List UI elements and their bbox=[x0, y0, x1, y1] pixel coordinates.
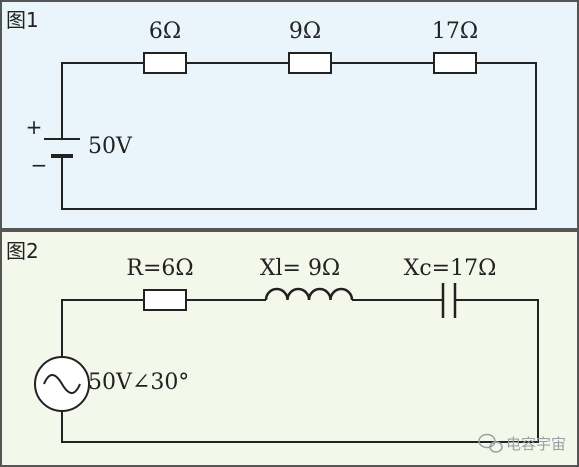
resistor-r-label: R=6Ω bbox=[126, 256, 193, 281]
resistor-6-ohm bbox=[143, 52, 187, 74]
figure-1-panel: 图1 6Ω 9Ω 17Ω + − 50V bbox=[0, 0, 579, 230]
resistor-6-ohm-label: 6Ω bbox=[149, 19, 181, 44]
watermark: 电容宇宙 bbox=[478, 433, 566, 453]
figure-1-label: 图1 bbox=[6, 8, 39, 32]
ac-sine-icon bbox=[43, 374, 81, 394]
inductor-coil bbox=[264, 287, 354, 301]
inductor-label: Xl= 9Ω bbox=[260, 256, 340, 281]
figure-2-background bbox=[0, 230, 579, 467]
figure-2-circuit-wire bbox=[61, 299, 539, 443]
resistor-17-ohm-label: 17Ω bbox=[432, 19, 478, 44]
resistor-17-ohm bbox=[433, 52, 477, 74]
figure-1-circuit-wire bbox=[61, 62, 537, 210]
figure-1-background bbox=[0, 0, 579, 230]
ac-source-voltage-label: 50V∠30° bbox=[88, 370, 189, 395]
battery-plus-sign: + bbox=[26, 115, 43, 139]
battery-voltage-label: 50V bbox=[88, 134, 133, 159]
battery-minus-sign: − bbox=[31, 153, 48, 177]
capacitor-label: Xc=17Ω bbox=[404, 256, 497, 281]
figure-2-panel: 图2 R=6Ω Xl= 9Ω Xc=17Ω 50V∠30° bbox=[0, 230, 579, 467]
wechat-icon bbox=[478, 433, 503, 453]
figure-2-label: 图2 bbox=[6, 239, 39, 263]
watermark-text: 电容宇宙 bbox=[506, 435, 566, 453]
resistor-9-ohm-label: 9Ω bbox=[289, 19, 321, 44]
resistor-r bbox=[143, 289, 187, 311]
resistor-9-ohm bbox=[288, 52, 332, 74]
